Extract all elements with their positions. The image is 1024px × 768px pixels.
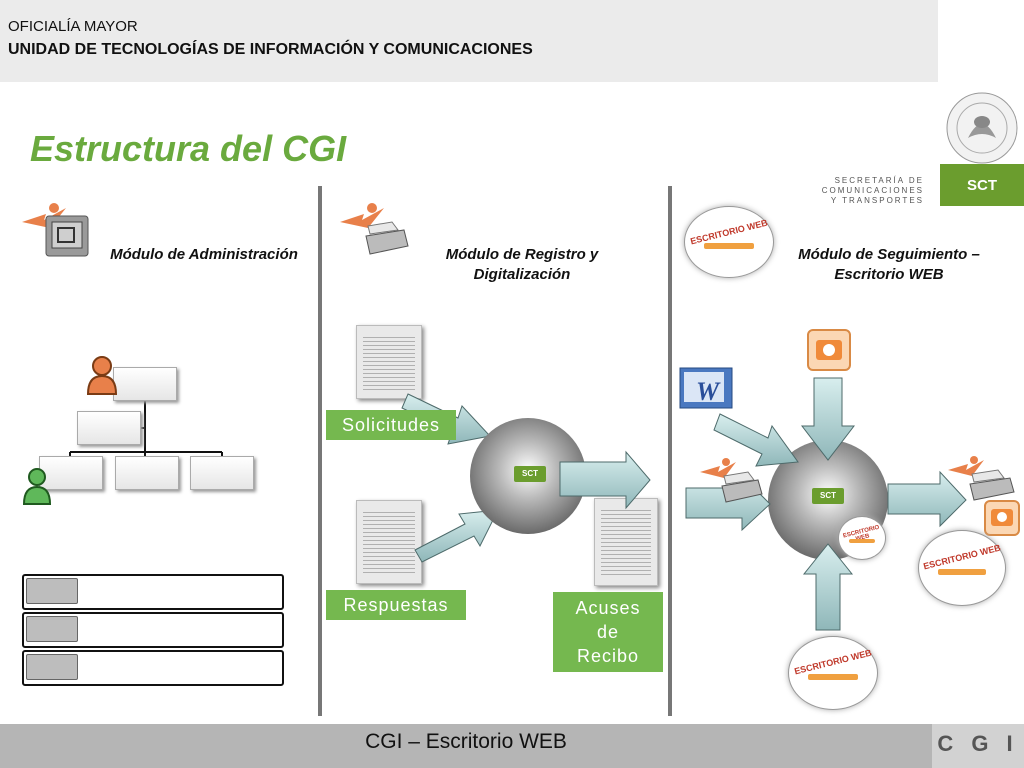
registro-module-title: Módulo de Registro y Digitalización [400, 245, 644, 285]
list-bar-3-tab [26, 654, 78, 680]
footer-logo-text: C G I [937, 731, 1019, 756]
list-bar-3 [22, 650, 284, 686]
respuestas-label: Respuestas [326, 590, 466, 620]
sct-line3: Y TRANSPORTES [830, 196, 924, 205]
column-divider-1 [318, 186, 322, 716]
registro-title-line2: Digitalización [473, 266, 571, 283]
hub-sct-label-2: SCT [812, 488, 844, 504]
footer-bar [0, 724, 932, 768]
acuses-line2: de [596, 622, 620, 642]
document-acuses [594, 498, 658, 586]
seguimiento-title-line1: Módulo de Seguimiento – [798, 246, 980, 263]
column-divider-2 [668, 186, 672, 716]
registro-title-line1: Módulo de Registro y [445, 246, 599, 263]
svg-text:W: W [696, 377, 721, 406]
header-bar: OFICIALÍA MAYOR UNIDAD DE TECNOLOGÍAS DE… [0, 0, 938, 82]
scanner-module-icon [340, 203, 409, 255]
org-box-child-2 [115, 456, 179, 490]
sct-badge: SCT [940, 164, 1024, 206]
sct-line1: SECRETARÍA DE [834, 176, 924, 185]
list-bar-1-tab [26, 578, 78, 604]
document-respuestas [356, 500, 422, 584]
seguimiento-module-title: Módulo de Seguimiento – Escritorio WEB [760, 245, 1018, 285]
admin-module-icon [22, 203, 89, 257]
mail-app-icon-output [984, 500, 1020, 536]
escritorio-web-bottom-bar [808, 674, 858, 681]
user-orange-icon [86, 356, 118, 395]
sct-agency-name: SECRETARÍA DE COMUNICACIONES Y TRANSPORT… [820, 176, 924, 206]
word-document-icon: W [679, 367, 733, 409]
header-line2: UNIDAD DE TECNOLOGÍAS DE INFORMACIÓN Y C… [8, 41, 533, 58]
org-box-assistant [77, 411, 141, 445]
org-box-child-3 [190, 456, 254, 490]
sct-line2: COMUNICACIONES [821, 186, 924, 195]
scanner-icon-output [948, 456, 1015, 501]
mexico-seal-icon [946, 92, 1018, 164]
list-bar-1 [22, 574, 284, 610]
org-chart-connectors [69, 400, 223, 456]
escritorio-web-bottom-icon: ESCRITORIO WEB [788, 636, 878, 710]
escritorio-web-bottom-text: ESCRITORIO WEB [793, 647, 873, 677]
escritorio-web-output-text: ESCRITORIO WEB [922, 542, 1002, 572]
acuses-line3: Recibo [576, 646, 640, 666]
footer-title: CGI – Escritorio WEB [365, 730, 567, 753]
escritorio-web-hub-icon: ESCRITORIO WEB [838, 516, 886, 560]
document-solicitudes [356, 325, 422, 399]
user-green-icon [22, 468, 52, 505]
scanner-icon-seguimiento [700, 458, 763, 503]
registro-flow-arrows [401, 393, 651, 563]
escritorio-web-bar [704, 243, 754, 250]
admin-module-title: Módulo de Administración [110, 246, 298, 263]
hub-sct-label-1: SCT [514, 466, 546, 482]
escritorio-web-output-icon: ESCRITORIO WEB [918, 530, 1006, 606]
org-box-top [113, 367, 177, 401]
header-line1: OFICIALÍA MAYOR [8, 18, 138, 35]
page-title: Estructura del CGI [30, 128, 347, 169]
list-bar-2 [22, 612, 284, 648]
escritorio-web-module-icon: ESCRITORIO WEB [684, 206, 774, 278]
seguimiento-title-line2: Escritorio WEB [834, 266, 944, 283]
escritorio-web-hub-bar [849, 538, 875, 543]
acuses-line1: Acuses [575, 598, 641, 618]
org-box-child-1 [39, 456, 103, 490]
solicitudes-label: Solicitudes [326, 410, 456, 440]
acuses-label: Acuses de Recibo [553, 592, 663, 672]
footer-logo-box [932, 724, 1024, 768]
escritorio-web-output-bar [937, 569, 987, 576]
mail-app-icon-top [807, 329, 851, 371]
list-bar-2-tab [26, 616, 78, 642]
